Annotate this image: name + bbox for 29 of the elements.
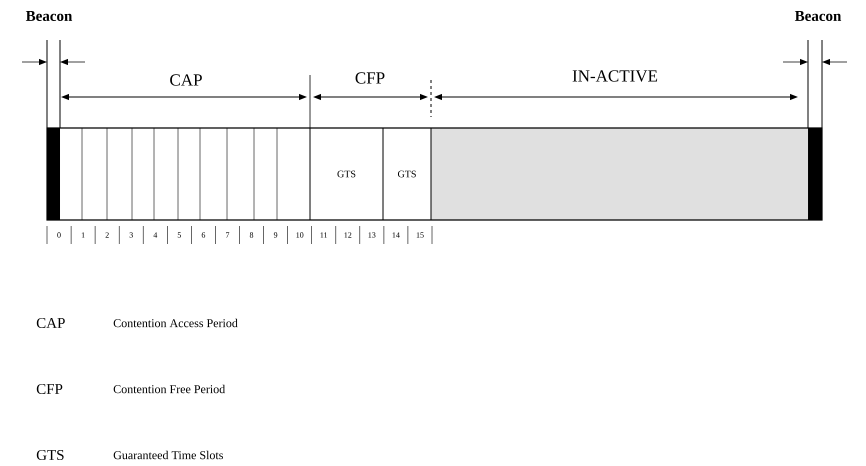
legend-term: CFP [36,384,62,394]
slot-number: 15 [416,232,424,238]
beacon-label: Beacon [26,11,72,21]
slot-box: GTS [310,128,384,220]
legend-definition: Guaranteed Time Slots [114,450,223,460]
slot-number: 2 [106,232,109,238]
period-label: CFP [356,72,384,84]
slot-number: 8 [250,232,254,238]
slot-box: GTS [382,128,432,220]
slot-number: 7 [226,232,230,238]
slot-number: 10 [296,232,304,238]
slot-number: 5 [178,232,181,238]
slot-number: 11 [320,232,328,238]
period-label: CAP [170,74,202,86]
slot-number: 6 [202,232,206,238]
slot-number: 14 [392,232,400,238]
legend-term: CAP [36,318,65,328]
slot-number: 12 [344,232,352,238]
slot-number: 0 [57,232,61,238]
legend-definition: Contention Access Period [114,318,238,328]
slot-number: 1 [82,232,85,238]
legend-term: GTS [36,450,64,460]
slot-number: 4 [153,232,158,238]
legend-definition: Contention Free Period [114,384,226,394]
beacon-label: Beacon [794,11,842,21]
slot-number: 3 [130,232,133,238]
period-label: IN-ACTIVE [572,70,658,82]
slot-number: 13 [368,232,376,238]
slot-number: 9 [274,232,278,238]
